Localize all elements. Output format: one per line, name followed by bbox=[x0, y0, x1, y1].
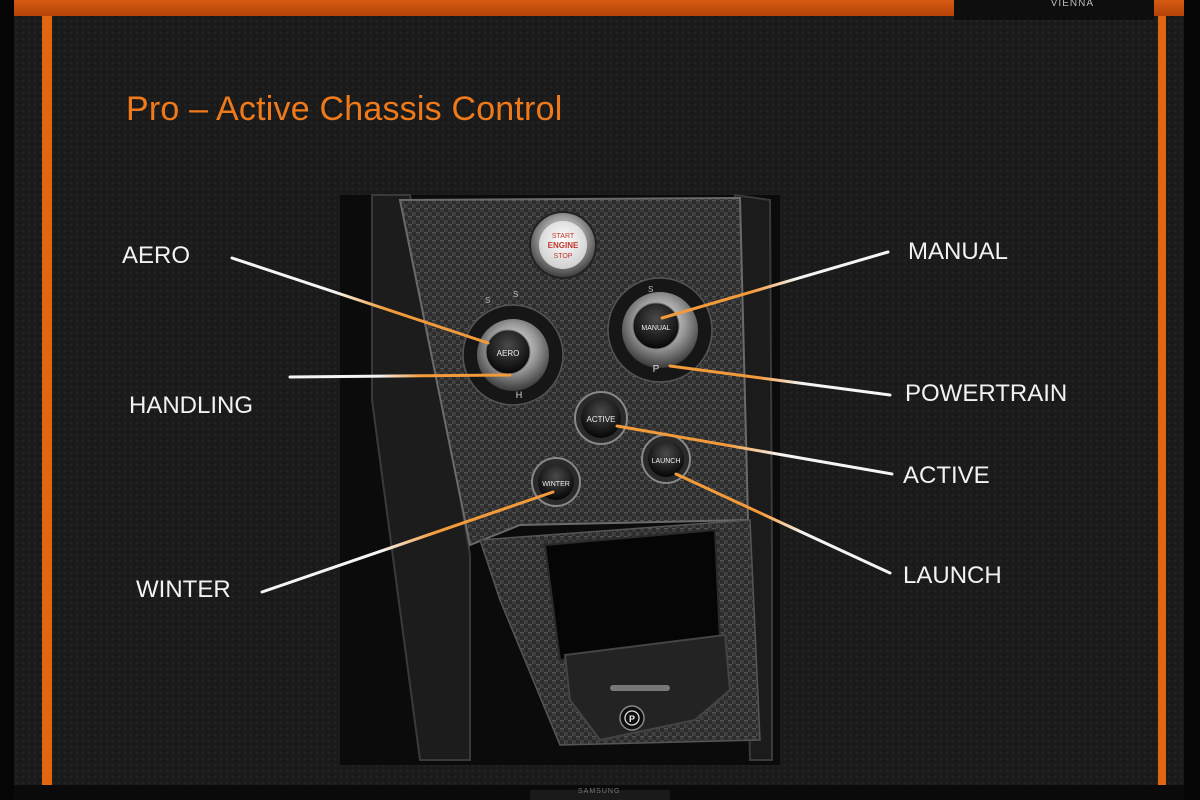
start-button-text-stop: STOP bbox=[554, 253, 573, 260]
aero-callout-line bbox=[230, 256, 490, 345]
launch-callout-line bbox=[674, 472, 892, 575]
manual-knob-label: MANUAL bbox=[641, 325, 670, 332]
handling-callout-label: HANDLING bbox=[129, 392, 254, 419]
launch-button-label: LAUNCH bbox=[652, 458, 681, 465]
handling-knob-h-marker: H bbox=[516, 390, 523, 400]
powertrain-callout-label: POWERTRAIN bbox=[905, 380, 1068, 407]
slide-title: Pro – Active Chassis Control bbox=[126, 90, 563, 128]
active-button[interactable]: ACTIVE bbox=[574, 391, 628, 445]
active-callout-label: ACTIVE bbox=[903, 462, 990, 489]
aero-callout-label: AERO bbox=[122, 242, 191, 269]
manual-callout-label: MANUAL bbox=[908, 238, 1009, 265]
powertrain-manual-knob[interactable]: MANUAL P S bbox=[607, 277, 713, 383]
monitor-brand-label: SAMSUNG bbox=[578, 788, 621, 795]
winter-callout-line bbox=[260, 490, 555, 594]
aero-knob-label: AERO bbox=[497, 349, 520, 358]
svg-text:S: S bbox=[485, 296, 490, 305]
slide-top-accent-bar bbox=[14, 0, 1184, 16]
brand-label: VIENNA bbox=[1050, 0, 1094, 9]
slide-right-accent-bar bbox=[1158, 16, 1166, 785]
brand-header-box: VIENNA bbox=[954, 0, 1154, 20]
start-button-text-engine: ENGINE bbox=[548, 241, 579, 250]
monitor-stand bbox=[530, 790, 670, 800]
active-button-label: ACTIVE bbox=[587, 415, 616, 424]
svg-text:P: P bbox=[629, 714, 635, 724]
monitor-bezel-right bbox=[1184, 0, 1200, 800]
svg-text:S: S bbox=[648, 285, 653, 294]
svg-text:S: S bbox=[513, 290, 518, 299]
slide-left-accent-bar bbox=[42, 16, 52, 785]
powertrain-knob-p-marker: P bbox=[653, 364, 660, 375]
monitor-bezel-left bbox=[0, 0, 14, 800]
parking-brake-icon[interactable]: P bbox=[619, 705, 645, 731]
winter-button-label: WINTER bbox=[542, 481, 570, 488]
winter-button[interactable]: WINTER bbox=[531, 457, 581, 507]
handling-callout-line bbox=[288, 373, 512, 379]
launch-callout-label: LAUNCH bbox=[903, 562, 1002, 589]
active-callout-line bbox=[615, 424, 894, 476]
callout-lines bbox=[230, 250, 894, 594]
start-engine-stop-button[interactable]: START ENGINE STOP bbox=[529, 211, 597, 279]
handbrake-slot bbox=[610, 685, 670, 691]
manual-callout-line bbox=[660, 250, 890, 320]
winter-callout-label: WINTER bbox=[136, 576, 231, 603]
handling-aero-knob[interactable]: AERO H S S bbox=[462, 290, 564, 406]
start-button-text-start: START bbox=[552, 233, 575, 240]
powertrain-callout-line bbox=[668, 364, 892, 397]
console-leather-left bbox=[371, 194, 471, 761]
